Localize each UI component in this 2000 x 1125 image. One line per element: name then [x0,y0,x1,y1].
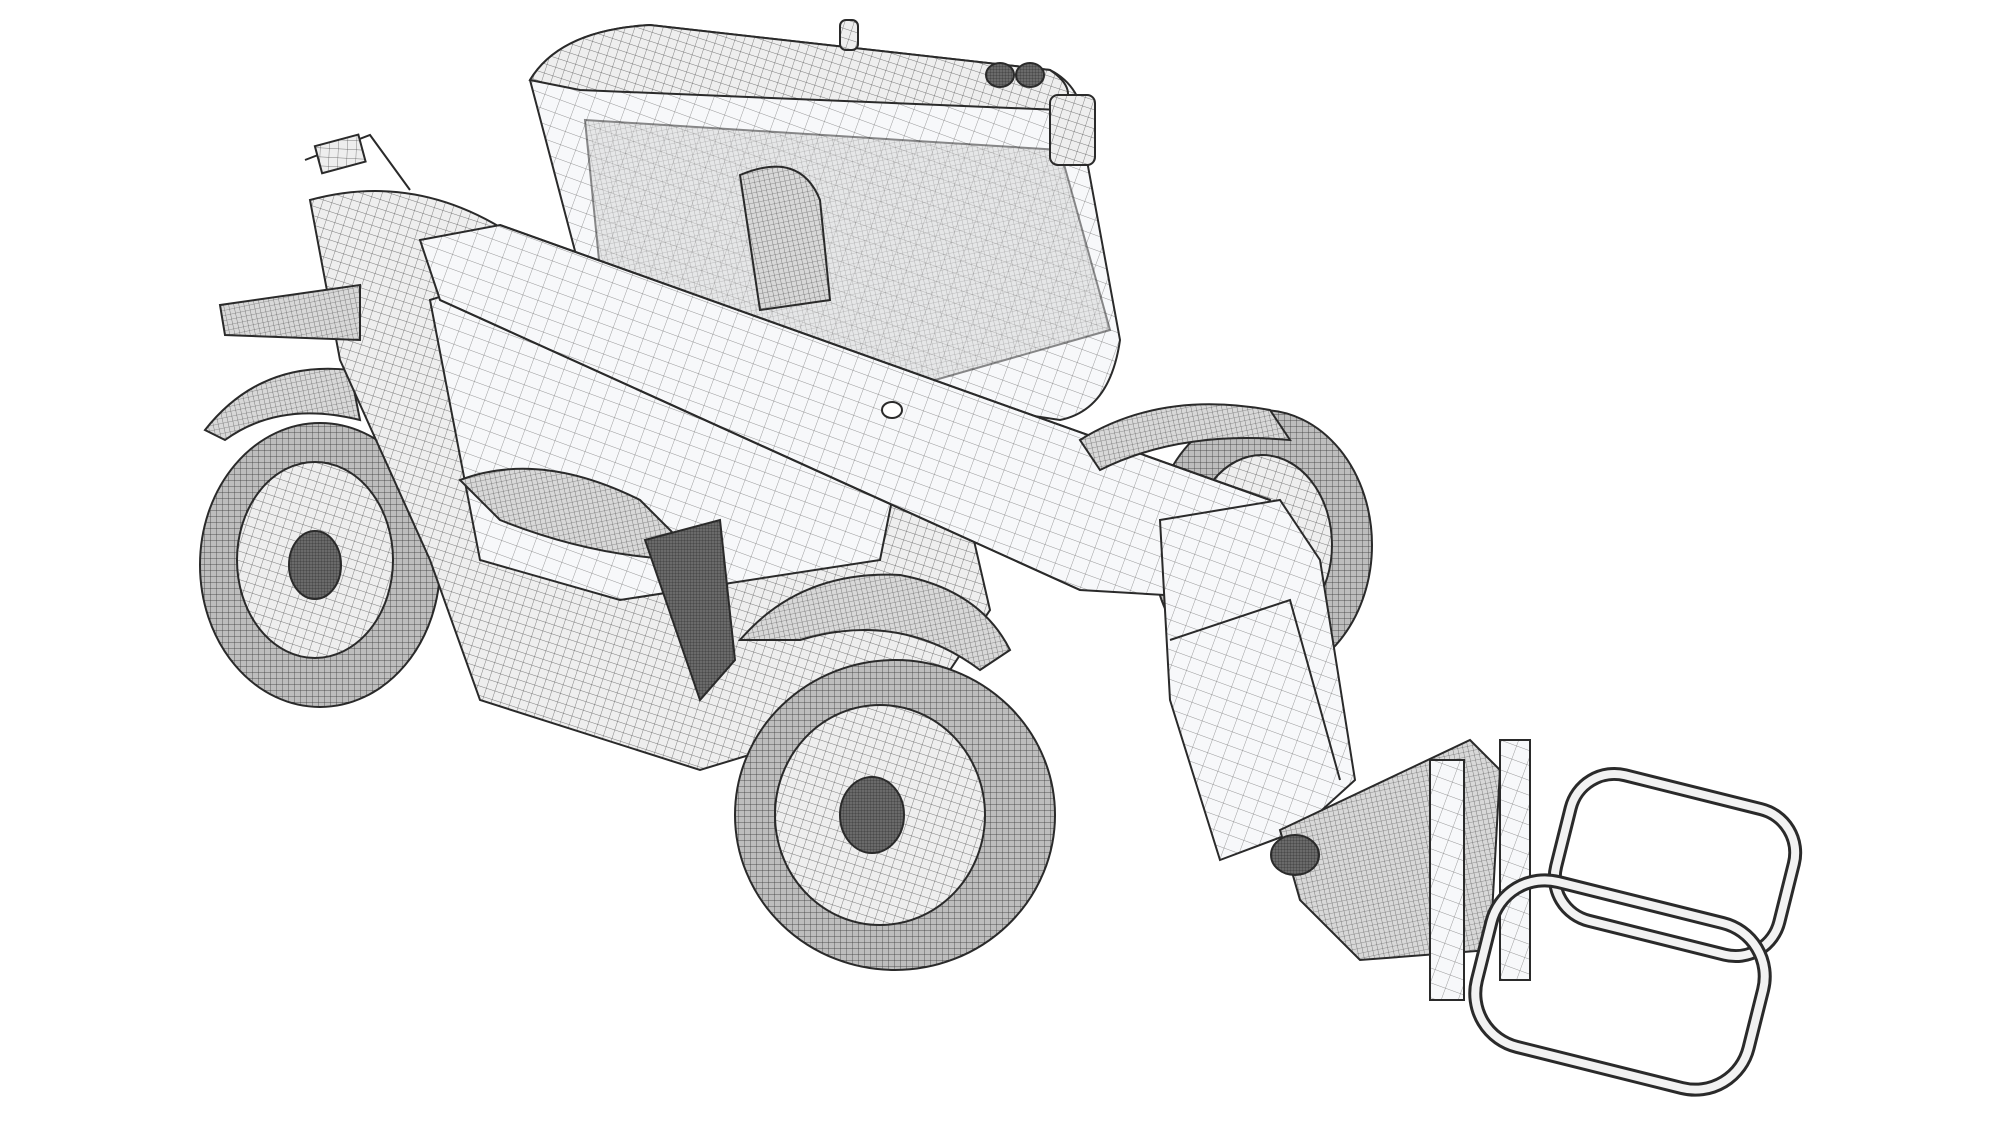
operator-seat [738,165,832,312]
rear-counterweight [218,283,361,342]
front-left-wheel [734,659,1056,971]
boom-head [1158,498,1357,862]
rear-left-wheel [199,422,441,708]
mirror-icon [1049,94,1096,166]
left-mirror [304,133,411,191]
bale-grab-attachment [1270,738,1803,1097]
front-fender [737,573,1012,672]
front-right-fender [1078,403,1292,472]
cab [528,19,1122,422]
